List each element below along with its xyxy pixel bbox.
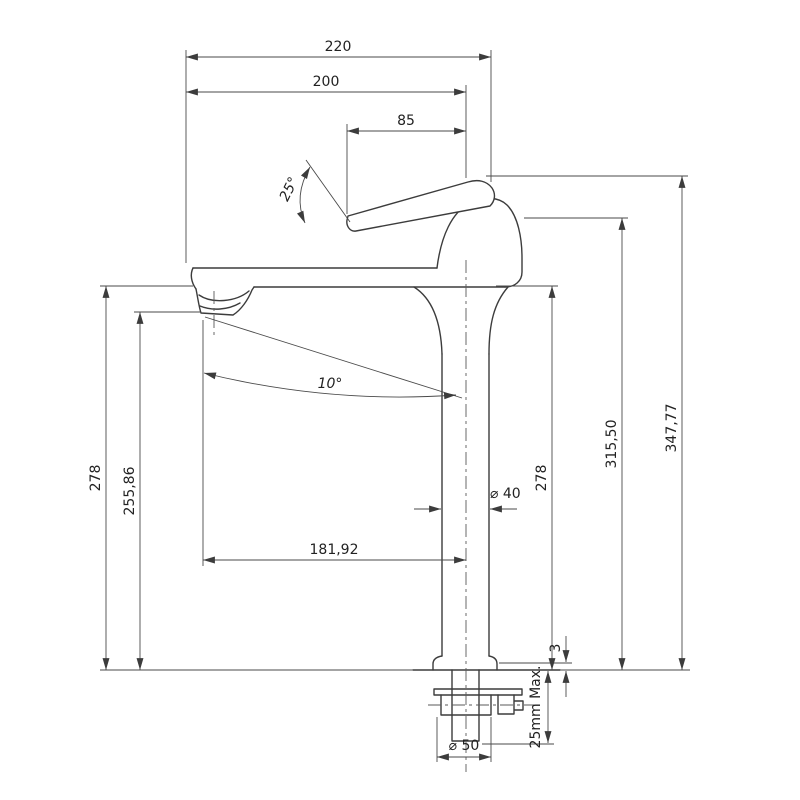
dim-max-mounting: 25mm Max. <box>528 666 552 749</box>
dim-total-width: 220 <box>186 39 491 61</box>
dim-body-diameter-label: ⌀ 40 <box>490 486 521 502</box>
aerator-seam <box>199 302 241 310</box>
flange-right <box>488 655 498 671</box>
dim-handle-length-label: 85 <box>397 113 415 129</box>
dim-spout-angle-label: 10° <box>318 376 343 392</box>
dim-body-height: 278 <box>534 286 556 670</box>
dim-height-upper-label: 315,50 <box>604 420 620 469</box>
dim-body-height-label: 278 <box>534 465 550 492</box>
handle-lever <box>346 179 496 232</box>
dim-flange-height: 3 <box>548 636 570 697</box>
dim-height-upper: 315,50 <box>604 218 626 670</box>
dim-height-left-label: 278 <box>88 465 104 492</box>
dim-height-left: 278 <box>88 286 110 670</box>
dim-spout-angle: 10° <box>203 316 463 400</box>
dim-base-diameter-label: ⌀ 50 <box>449 738 480 754</box>
dim-flange-height-label: 3 <box>548 644 564 653</box>
dim-handle-angle-label: 25° <box>277 175 302 204</box>
faucet-outline <box>190 179 561 742</box>
dim-body-diameter: ⌀ 40 <box>414 486 521 513</box>
centerlines <box>213 260 534 772</box>
dim-outlet-reach-label: 181,92 <box>310 542 359 558</box>
dim-outlet-reach: 181,92 <box>203 542 466 564</box>
dim-outlet-height-label: 255,86 <box>122 466 138 515</box>
mounting-bracket <box>433 688 523 696</box>
fillet-left <box>413 286 443 355</box>
dim-spout-projection: 200 <box>186 74 466 96</box>
dim-max-mounting-label: 25mm Max. <box>528 666 544 749</box>
extension-lines <box>100 50 690 762</box>
dim-handle-length: 85 <box>347 113 466 135</box>
aerator-curve <box>198 290 250 302</box>
flange-left <box>432 655 443 671</box>
aerator-housing <box>195 286 255 316</box>
dim-total-height-label: 347,77 <box>664 404 680 453</box>
dim-spout-projection-label: 200 <box>313 74 340 90</box>
dim-base-diameter: ⌀ 50 <box>437 738 491 761</box>
dim-total-width-label: 220 <box>325 39 352 55</box>
fillet-right <box>488 286 509 355</box>
shank <box>451 669 480 742</box>
dim-handle-angle: 25° <box>277 159 351 224</box>
mixer-body <box>436 197 523 288</box>
dim-outlet-height: 255,86 <box>122 312 144 670</box>
fixing-bolt <box>497 694 524 715</box>
dim-total-height: 347,77 <box>664 176 686 670</box>
spout-tip <box>190 267 197 290</box>
